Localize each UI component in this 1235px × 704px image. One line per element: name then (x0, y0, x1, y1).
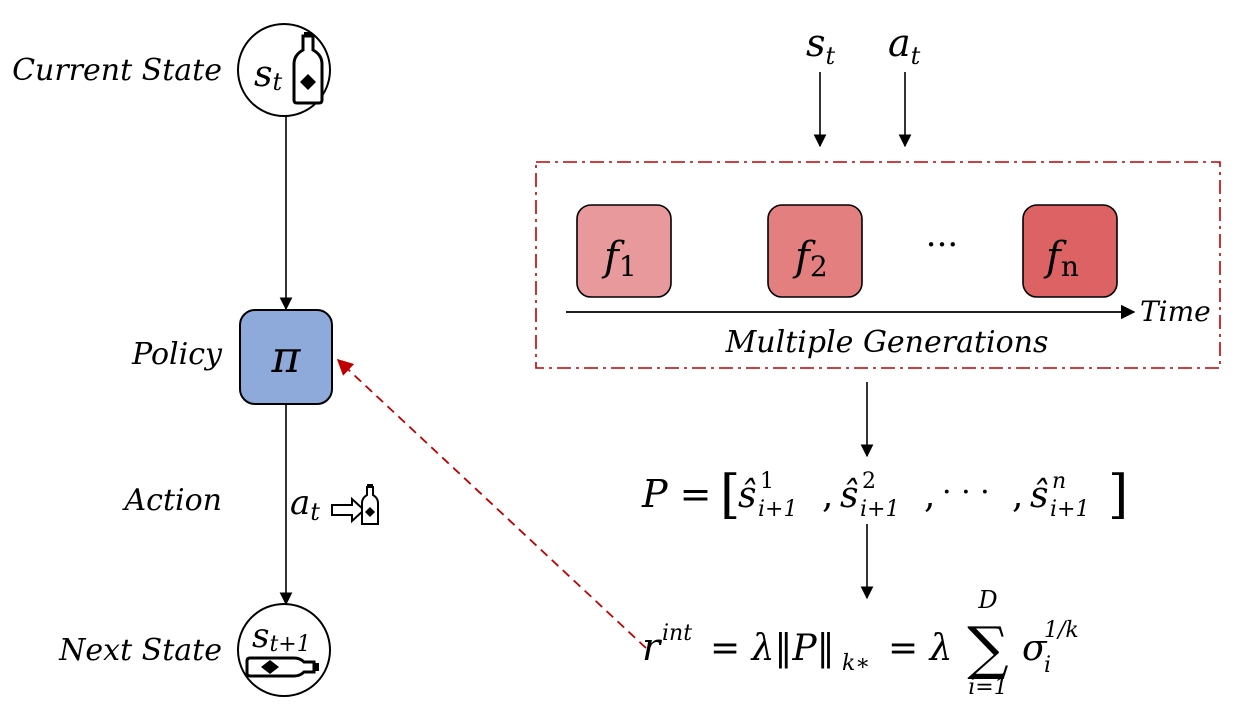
generation-box-fn: fn (1022, 204, 1118, 298)
action-symbol: a (290, 483, 310, 523)
p-comma-3: , (1012, 475, 1023, 516)
input-action-subscript: t (911, 42, 921, 70)
sigma-sup: 1/k (1044, 618, 1079, 643)
generation-box-f1: f1 (576, 204, 672, 298)
generations-frame (535, 161, 1221, 369)
p-comma-2: , (924, 475, 935, 516)
p-elem-2-sub: i+1 (860, 497, 899, 522)
current-state-node: st (237, 23, 331, 117)
p-elem-1-sup: 1 (760, 469, 774, 494)
svg-text:= λ‖P‖: = λ‖P‖ (710, 628, 835, 669)
policy-label: Policy (131, 337, 223, 372)
bottle-tipped-icon (245, 656, 319, 678)
sigma-sub: i (1044, 653, 1051, 678)
bottle-small-icon (361, 484, 379, 525)
svg-text:= λ: = λ (888, 628, 952, 669)
svg-text:n: n (1052, 469, 1066, 494)
input-state-symbol: s (806, 21, 826, 65)
current-state-label: Current State (12, 53, 222, 88)
svg-text:ŝ: ŝ (738, 475, 756, 516)
p-left-bracket: [ (720, 465, 740, 525)
policy-symbol: π (271, 332, 302, 383)
sum-sign: ∑ (967, 614, 1008, 682)
svg-text:ŝ: ŝ (1030, 475, 1048, 516)
p-dots: · · · (942, 475, 990, 510)
p-comma-1: , (822, 475, 833, 516)
current-state-subscript: t (272, 68, 282, 96)
svg-text:σ: σ (1022, 628, 1048, 669)
reward-norm-expr: = λ‖P‖ (710, 628, 835, 669)
svg-text:st: st (806, 21, 836, 70)
reward-eq2: = λ (888, 628, 952, 669)
hollow-arrow-icon (331, 496, 366, 524)
generation-fn-subscript: n (1061, 250, 1079, 283)
generation-box-f2: f2 (767, 204, 863, 298)
policy-node: π (239, 309, 333, 405)
reward-base: r (642, 625, 663, 669)
p-right-bracket: ] (1108, 465, 1128, 525)
generation-f2-subscript: 2 (810, 250, 828, 283)
svg-text:k∗: k∗ (842, 651, 870, 676)
p-elem-3-sub: i+1 (1050, 497, 1089, 522)
sum-top: D (977, 586, 997, 614)
reward-norm-sub: k∗ (842, 651, 870, 676)
svg-text:r: r (642, 625, 663, 669)
svg-text:st+1: st+1 (252, 616, 311, 657)
svg-text:1/k: 1/k (1044, 618, 1079, 643)
action-label: Action (122, 483, 223, 518)
p-elem-3-base: ŝ (1030, 475, 1048, 516)
sum-bottom: i=1 (968, 675, 1007, 700)
svg-text:f2: f2 (792, 234, 828, 283)
p-elem-1-base: ŝ (738, 475, 756, 516)
generation-f1-subscript: 1 (619, 250, 637, 283)
svg-text:i+1: i+1 (1050, 497, 1089, 522)
p-elem-3-sup: n (1052, 469, 1066, 494)
reward-feedback-arrow (336, 358, 647, 649)
input-action-symbol: a (888, 21, 911, 65)
next-state-symbol: s (252, 616, 269, 656)
svg-text:at: at (290, 483, 320, 526)
action-subscript: t (310, 498, 320, 526)
svg-text:int: int (662, 621, 692, 646)
generation-ellipsis: ··· (926, 225, 958, 265)
action-annotation: at (290, 483, 379, 526)
sigma-base: σ (1022, 628, 1048, 669)
time-label: Time (1140, 295, 1211, 328)
svg-text:st: st (254, 54, 282, 96)
input-state-subscript: t (826, 42, 836, 70)
p-equation: P = [ ŝ 1 i+1 , ŝ 2 i+1 , · · · , ŝ n i+… (641, 465, 1128, 525)
p-equation-lhs: P = (641, 472, 712, 516)
current-state-symbol: s (254, 54, 272, 95)
reward-sup: int (662, 621, 692, 646)
p-elem-2-base: ŝ (840, 475, 858, 516)
next-state-label: Next State (58, 633, 222, 668)
next-state-node: st+1 (237, 603, 331, 697)
svg-text:i+1: i+1 (860, 497, 899, 522)
next-state-subscript: t+1 (269, 632, 310, 657)
svg-text:ŝ: ŝ (840, 475, 858, 516)
multiple-generations-label: Multiple Generations (725, 325, 1049, 360)
reward-equation: r int = λ‖P‖ k∗ = λ D ∑ i=1 σ 1/k i (642, 586, 1079, 700)
p-elem-2-sup: 2 (862, 469, 876, 494)
svg-text:2: 2 (862, 469, 876, 494)
svg-text:i+1: i+1 (758, 497, 797, 522)
svg-text:1: 1 (760, 469, 774, 494)
bottle-upright-icon (292, 32, 324, 105)
p-elem-1-sub: i+1 (758, 497, 797, 522)
svg-text:at: at (888, 21, 921, 70)
svg-text:i: i (1044, 653, 1051, 678)
